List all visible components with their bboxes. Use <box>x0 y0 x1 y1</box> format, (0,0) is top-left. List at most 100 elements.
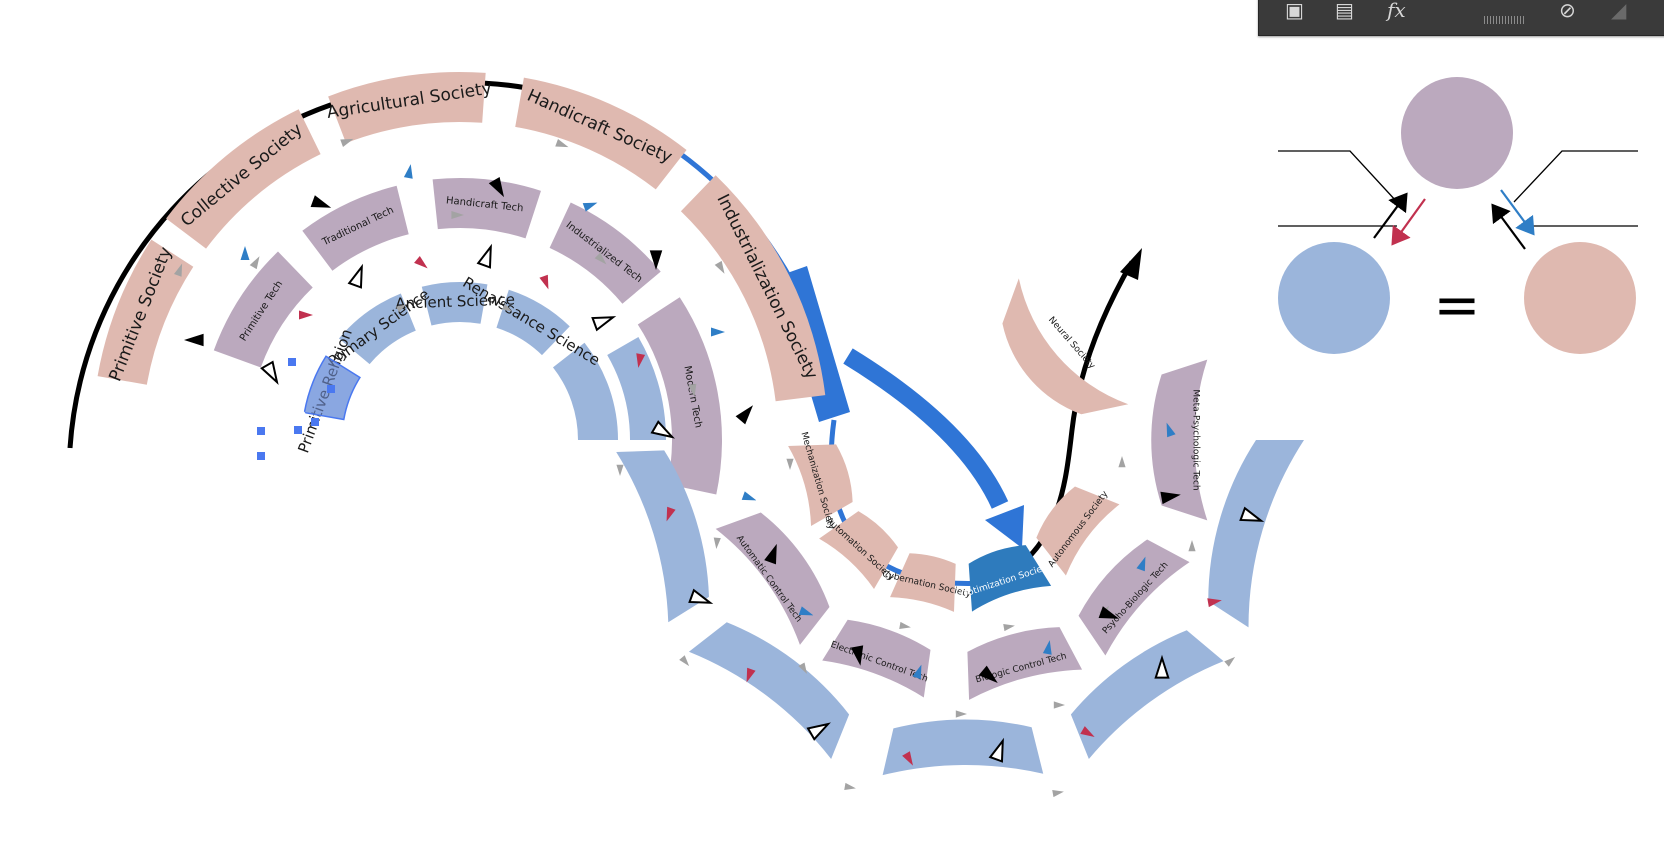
flow-triangle-47 <box>582 202 598 212</box>
psycho-biologic-tech-segment[interactable] <box>1078 539 1190 656</box>
handicraft-society-segment[interactable] <box>515 77 687 190</box>
inner-3-segment[interactable] <box>496 289 570 356</box>
globe-icon[interactable]: ⊘ <box>1559 0 1576 22</box>
inner-2-segment[interactable] <box>421 282 488 326</box>
agricultural-society-segment[interactable] <box>328 72 486 144</box>
cybernation-society-segment[interactable] <box>890 553 956 612</box>
traditional-tech-segment[interactable] <box>302 185 409 271</box>
flow-triangle-3 <box>714 260 725 274</box>
primitive-society-segment[interactable] <box>97 239 194 385</box>
flow-triangle-14 <box>899 621 911 629</box>
legend-society-circle <box>1524 242 1636 354</box>
flow-triangle-31 <box>850 645 864 666</box>
neural-society-segment[interactable] <box>1002 278 1129 415</box>
selection-handle-2[interactable] <box>327 385 335 393</box>
flow-triangle-24 <box>679 655 690 667</box>
fx-icon[interactable]: fx <box>1387 0 1406 22</box>
flow-triangle-41 <box>806 722 831 741</box>
flow-triangle-46 <box>403 164 413 179</box>
corner-widget-2[interactable] <box>294 410 306 422</box>
science-bridge-segment[interactable] <box>607 337 666 440</box>
flow-triangle-10 <box>616 464 624 476</box>
selection-handle-1[interactable] <box>288 358 296 366</box>
legend-arrow-left-up <box>1373 192 1408 239</box>
flow-triangle-12 <box>713 537 721 549</box>
meta-psychologic-tech-segment[interactable] <box>1151 359 1208 521</box>
collective-society-segment[interactable] <box>166 109 321 249</box>
renaissance-science-label: Renaissance Science <box>460 273 603 369</box>
selection-handle-5[interactable] <box>257 427 265 435</box>
flow-triangle-23 <box>844 782 856 790</box>
flow-triangle-13 <box>798 662 807 674</box>
inner-1-segment[interactable] <box>338 293 416 365</box>
flow-triangle-20 <box>955 710 967 718</box>
electronic-control-tech-segment[interactable] <box>822 619 931 698</box>
selection-handle-4[interactable] <box>294 426 302 434</box>
flow-triangle-21 <box>1053 701 1065 709</box>
legend-arrow-right-up <box>1491 203 1526 250</box>
flow-triangle-34 <box>1160 491 1181 505</box>
legend-science-circle <box>1278 242 1390 354</box>
lsci-3-segment[interactable] <box>1070 630 1224 759</box>
flow-triangle-52 <box>1042 640 1052 655</box>
flow-triangle-48 <box>711 327 725 337</box>
legend-arrow-right-down <box>1500 189 1535 236</box>
legend-arrow-left-down <box>1391 198 1426 246</box>
flow-triangle-60 <box>746 667 756 683</box>
selection-handle-0[interactable] <box>257 452 265 460</box>
square-icon[interactable]: ▣ <box>1285 0 1304 22</box>
industrialization-society-segment[interactable] <box>680 175 826 402</box>
flow-triangle-4 <box>249 256 260 270</box>
lsci-0-segment[interactable] <box>616 450 709 623</box>
selection-handles[interactable] <box>257 355 361 460</box>
flow-triangle-5 <box>451 210 464 220</box>
grip-icon[interactable] <box>1484 16 1524 24</box>
autonomous-society-segment[interactable] <box>1036 486 1120 576</box>
flow-triangle-61 <box>902 751 913 766</box>
flow-triangle-6 <box>594 252 607 265</box>
flow-triangle-8 <box>396 304 407 313</box>
flow-triangle-0 <box>173 263 183 277</box>
flow-triangle-15 <box>1003 624 1015 632</box>
flow-triangle-29 <box>735 405 753 425</box>
panel-icon[interactable]: ◢ <box>1611 0 1627 22</box>
flow-triangle-27 <box>488 177 504 198</box>
floating-toolbar-panel[interactable]: ▣ ▤ fx ⊘ ◢ <box>1258 0 1664 36</box>
flow-triangle-9 <box>502 303 513 312</box>
industrialized-tech-segment[interactable] <box>549 202 661 304</box>
lsci-1-segment[interactable] <box>688 622 850 759</box>
flow-triangle-54 <box>1166 422 1176 438</box>
layers-icon[interactable]: ▤ <box>1335 0 1354 22</box>
selection-handle-3[interactable] <box>311 418 319 426</box>
optimization-society-segment[interactable] <box>968 545 1052 612</box>
handicraft-tech-segment[interactable] <box>432 178 541 239</box>
flow-triangle-39 <box>650 420 675 439</box>
flow-triangle-44 <box>1239 506 1265 522</box>
automation-society-segment[interactable] <box>819 511 898 589</box>
modern-tech-segment[interactable] <box>637 297 723 495</box>
lsci-4-segment[interactable] <box>1208 440 1304 628</box>
flow-triangle-45 <box>240 246 250 260</box>
flow-triangle-26 <box>310 195 332 208</box>
flow-triangle-17 <box>1118 456 1126 468</box>
legend-tech-circle <box>1401 77 1513 189</box>
corner-widget-1[interactable] <box>275 420 287 432</box>
flow-triangle-40 <box>688 588 714 604</box>
corner-widget-0[interactable] <box>289 394 301 406</box>
flow-triangle-50 <box>798 606 814 616</box>
flow-triangle-28 <box>649 250 663 270</box>
flow-triangle-62 <box>1080 726 1095 737</box>
flow-triangle-63 <box>1207 598 1222 608</box>
lsci-2-segment[interactable] <box>882 719 1044 776</box>
flow-triangle-42 <box>988 737 1004 763</box>
primitive-tech-segment[interactable] <box>213 251 313 368</box>
mechanization-society-segment[interactable] <box>788 444 853 526</box>
inner-4-segment[interactable] <box>552 342 618 440</box>
flow-triangle-36 <box>347 263 363 289</box>
flow-triangle-59 <box>666 506 676 522</box>
legend: = <box>1278 77 1638 354</box>
flow-triangle-7 <box>688 383 697 397</box>
legend-line-left <box>1278 150 1398 203</box>
legend-line-right <box>1513 150 1638 203</box>
